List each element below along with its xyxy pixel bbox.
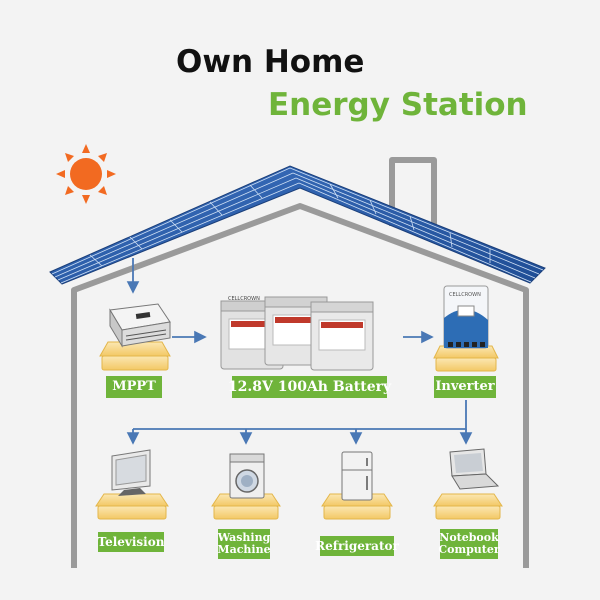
- label-battery: 12.8V 100Ah Battery: [228, 376, 391, 398]
- label-refrigerator: Refrigerator: [315, 536, 399, 556]
- label-washing-machine: Washing Machine: [217, 529, 271, 559]
- battery-icon: CELLCROWN: [220, 296, 374, 371]
- label-notebook-computer: Notebook Computer: [438, 529, 500, 559]
- title-energy-station: Energy Station: [268, 87, 528, 123]
- inverter-brand: CELLCROWN: [449, 292, 481, 298]
- title-own-home: Own Home: [176, 44, 365, 80]
- label-inverter: Inverter: [434, 376, 496, 398]
- refrigerator-icon: [341, 451, 373, 501]
- solar-panel-icon: [49, 165, 546, 285]
- notebook-computer-icon: [449, 448, 500, 490]
- flow-arrows: [126, 258, 473, 445]
- label-television: Television: [98, 532, 164, 552]
- house-outline: [71, 157, 529, 568]
- inverter-icon: CELLCROWN: [443, 285, 489, 349]
- washing-machine-icon: [229, 453, 265, 499]
- device-pedestals: [95, 341, 503, 520]
- television-icon: [111, 449, 151, 496]
- sun-icon: [56, 144, 116, 204]
- mppt-controller-icon: [109, 303, 171, 348]
- label-mppt: MPPT: [106, 376, 162, 398]
- battery-brand: CELLCROWN: [228, 296, 260, 302]
